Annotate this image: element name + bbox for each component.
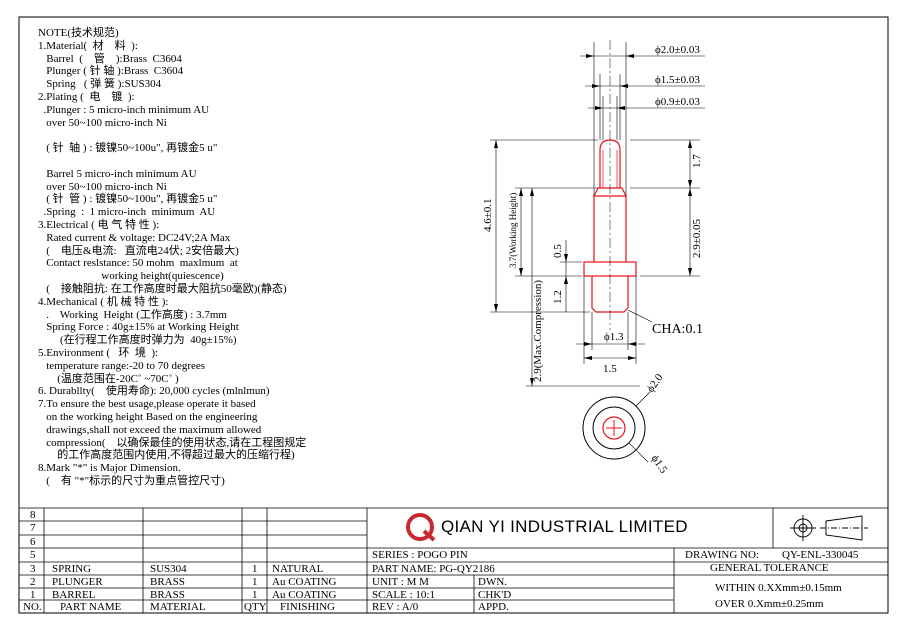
- note-line: over 50~100 micro-inch Ni: [38, 180, 167, 193]
- dim-d-mid: ϕ1.5±0.03: [655, 74, 700, 86]
- note-line: 7.To ensure the best usage,please operat…: [38, 398, 256, 411]
- dwn-label: DWN.: [478, 576, 508, 588]
- note-line: (温度范围在-20C˚ ~70C˚ ): [38, 372, 179, 385]
- dim-max-compression: 2.9(Max.Compression): [532, 280, 544, 382]
- tolerance-over: OVER 0.Xmm±0.25mm: [715, 598, 824, 610]
- note-line: drawings,shall not exceed the maximum al…: [38, 423, 262, 436]
- row-number: 8: [30, 509, 36, 521]
- bom-material: BRASS: [150, 589, 185, 601]
- note-line: NOTE(技术规范): [38, 27, 119, 39]
- bom-material: BRASS: [150, 576, 185, 588]
- bom-header-finishing: FINISHING: [280, 601, 335, 613]
- note-line: Spring ( 弹 簧 ):SUS304: [38, 78, 162, 91]
- dimension-arrows: [494, 54, 692, 386]
- note-line: ( 有 "*"标示的尺寸为重点管控尺寸): [38, 474, 225, 487]
- row-number: 7: [30, 522, 36, 534]
- note-line: .Spring : 1 micro-inch minimum AU: [38, 206, 216, 219]
- note-line: Barrel 5 micro-inch minimum AU: [38, 167, 197, 180]
- note-line: 6. Durabllty( 使用寿命): 20,000 cycles (mlnl…: [38, 385, 270, 398]
- dim-tail-outer: 1.5: [603, 363, 617, 375]
- note-line: temperature range:-20 to 70 degrees: [38, 359, 206, 372]
- note-line: (在行程工作高度时弹力为 40g±15%): [38, 334, 237, 347]
- bom-qty: 1: [252, 589, 258, 601]
- drawing-no-label: DRAWING NO:: [685, 549, 759, 561]
- appd-label: APPD.: [478, 601, 509, 613]
- part-name-label: PART NAME: PG-QY2186: [372, 563, 495, 575]
- note-line: 5.Environment ( 环 境 ):: [38, 346, 159, 359]
- dim-d-tip: ϕ0.9±0.03: [655, 96, 700, 108]
- note-line: Spring Force : 40g±15% at Working Height: [38, 321, 239, 334]
- note-line: 2.Plating ( 电 镀 ):: [38, 90, 135, 103]
- pin-end-view: ϕ2.0 ϕ1.5: [582, 371, 670, 476]
- note-line: . Working Height (工作高度) : 3.7mm: [38, 308, 227, 321]
- bom-qty: 1: [252, 563, 258, 575]
- row-number: 6: [30, 536, 36, 548]
- bom-header-no: NO.: [23, 601, 42, 613]
- bom-part-name: SPRING: [52, 563, 92, 575]
- bom-finish: NATURAL: [272, 563, 324, 575]
- row-number: 2: [30, 576, 36, 588]
- note-line: Barrel ( 管 ):Brass C3604: [38, 52, 182, 65]
- series-label: SERIES : POGO PIN: [372, 549, 468, 561]
- dim-total-len: 4.6±0.1: [482, 198, 494, 232]
- drawing-no: QY-ENL-330045: [782, 549, 859, 561]
- row-number: 1: [30, 589, 36, 601]
- chkd-label: CHK'D: [478, 589, 512, 601]
- note-line: over 50~100 micro-inch Ni: [38, 116, 167, 129]
- note-line: 3.Electrical ( 电 气 特 性 ):: [38, 218, 160, 231]
- note-line: ( 接触阻抗: 在工作高度时最大阻抗50毫欧)(静态): [38, 282, 287, 295]
- bom-part-name: PLUNGER: [52, 576, 103, 588]
- projection-symbol-icon: [790, 515, 868, 541]
- bom-part-name: BARREL: [52, 589, 96, 601]
- dim-d-tail: ϕ1.3: [604, 331, 624, 343]
- bom-header-material: MATERIAL: [150, 601, 206, 613]
- tolerance-within: WITHIN 0.XXmm±0.15mm: [715, 582, 842, 594]
- scale-label: SCALE : 10:1: [372, 589, 435, 601]
- rev-label: REV : A/0: [372, 601, 419, 613]
- dim-working-height: 3.7(Working Height): [508, 193, 518, 268]
- bom-header-part-name: PART NAME: [60, 601, 122, 613]
- row-number: 3: [30, 563, 36, 575]
- dim-end-d20: ϕ2.0: [645, 371, 666, 394]
- bom-header-qty: QTY: [244, 601, 267, 613]
- chamfer-note: CHA:0.1: [652, 322, 703, 337]
- note-line: working height(quiescence): [38, 270, 224, 283]
- bom-finish: Au COATING: [272, 589, 337, 601]
- note-line: Contact reslstance: 50 mohm maxlmum at: [38, 257, 238, 270]
- dim-tail: 1.2: [552, 290, 564, 304]
- dim-d-top: ϕ2.0±0.03: [655, 44, 700, 56]
- title-block-grid: [19, 507, 888, 613]
- dim-barrel-len: 2.9±0.05: [691, 218, 703, 258]
- bom-finish: Au COATING: [272, 576, 337, 588]
- note-line: 1.Material( 材 料 ):: [38, 39, 138, 52]
- bom-qty: 1: [252, 576, 258, 588]
- note-line: ( 针 管 ) : 镀镍50~100u", 再镀金5 u": [38, 193, 218, 206]
- note-line: 4.Mechanical ( 机 械 特 性 ):: [38, 295, 169, 308]
- note-line: ( 电压&电流: 直流电24伏; 2安倍最大): [38, 244, 239, 257]
- note-line: 8.Mark "*" is Major Dimension.: [38, 462, 181, 475]
- bom-material: SUS304: [150, 563, 187, 575]
- note-line: .Plunger : 5 micro-inch minimum AU: [38, 103, 210, 116]
- note-line: ( 针 轴 ) : 镀镍50~100u", 再镀金5 u": [38, 142, 218, 155]
- company-name: QIAN YI INDUSTRIAL LIMITED: [441, 517, 688, 536]
- note-line: Plunger ( 针 轴 ):Brass C3604: [38, 65, 184, 78]
- note-line: Rated current & voltage: DC24V;2A Max: [38, 231, 231, 244]
- note-line: 的工作高度范围内使用,不得超过最大的压缩行程): [38, 449, 295, 462]
- general-tolerance: GENERAL TOLERANCE: [710, 562, 829, 574]
- dim-tip-len: 1.7: [691, 154, 703, 168]
- note-line: on the working height Based on the engin…: [38, 410, 258, 423]
- row-number: 5: [30, 549, 36, 561]
- dim-collar: 0.5: [552, 244, 564, 258]
- dim-end-d15: ϕ1.5: [649, 453, 670, 476]
- technical-notes: NOTE(技术规范)1.Material( 材 料 ): Barrel ( 管 …: [38, 27, 418, 488]
- unit-label: UNIT : M M: [372, 576, 429, 588]
- company-logo: [406, 513, 436, 542]
- note-line: compression( 以确保最佳的使用状态,请在工程图规定: [38, 436, 307, 449]
